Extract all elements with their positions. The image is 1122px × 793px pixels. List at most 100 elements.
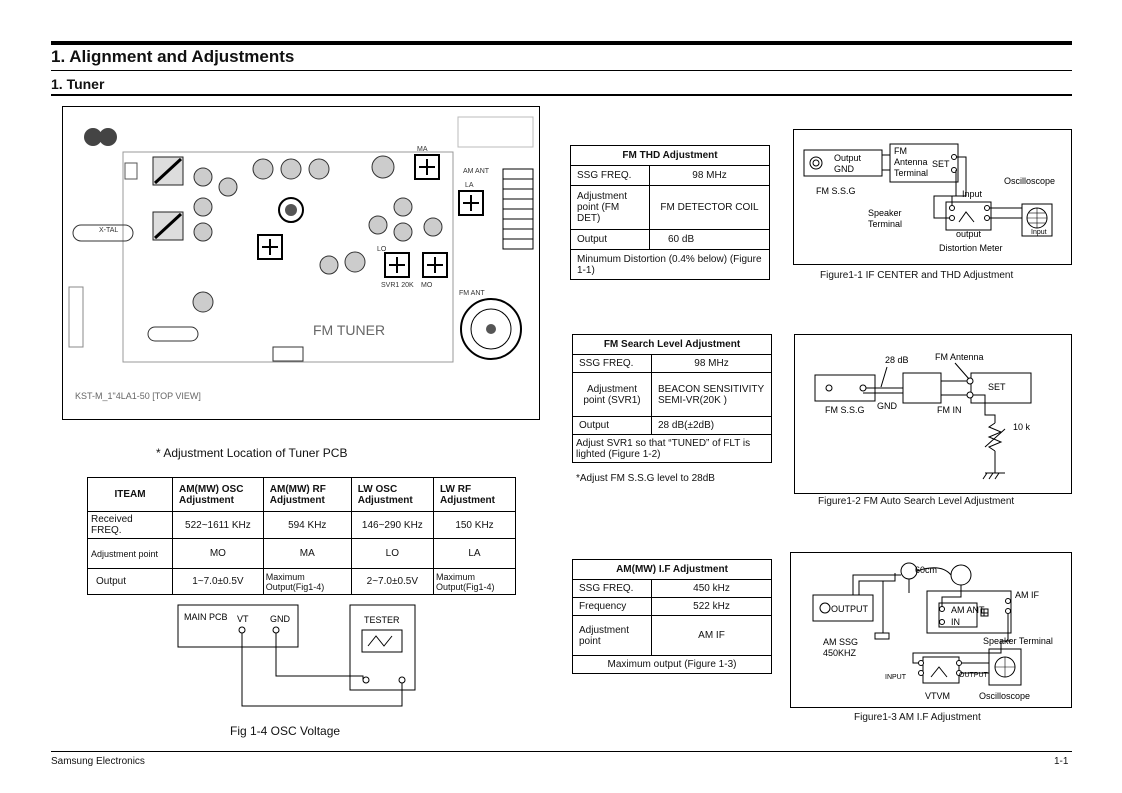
table-row: Adjustment point MO MA LO LA — [87, 538, 517, 569]
pcb-am-ant-label: AM ANT — [463, 168, 490, 175]
item-col-header: ITEAM — [87, 477, 173, 512]
table-row: Frequency 522 kHz — [572, 597, 772, 616]
table-cell: LA — [432, 538, 517, 569]
item-col-header: LW RF Adjustment — [432, 477, 517, 512]
table-cell: SSG FREQ. — [572, 354, 652, 373]
table-cell: 2~7.0±0.5V — [350, 568, 434, 595]
table-cell: 28 dB(±2dB) — [651, 416, 772, 435]
table-cell: LO — [350, 538, 434, 569]
figure-1-1-diagram: Output GND FM S.S.G FM Antenna Terminal … — [803, 143, 1055, 253]
fig3-am-ssg-label: AM SSG — [823, 637, 858, 647]
fig3-input-label: INPUT — [885, 674, 907, 681]
fig1-terminal-label: Terminal — [894, 168, 928, 178]
fig3-out-label: OUTPUT — [959, 672, 989, 679]
osc-caption: Fig 1-4 OSC Voltage — [230, 724, 341, 738]
footer-company: Samsung Electronics — [51, 756, 145, 767]
table-cell: 98 MHz — [651, 354, 772, 373]
table-row: Adjustment point AM IF — [572, 615, 772, 656]
fig2-resistor-label: 10 k — [1013, 422, 1031, 432]
table-cell: AM IF — [651, 615, 772, 656]
fig2-fm-ssg-label: FM S.S.G — [825, 405, 865, 415]
table-cell: 150 KHz — [432, 511, 517, 539]
table-row: SSG FREQ. 450 kHz — [572, 579, 772, 598]
table-cell: 98 MHz — [649, 165, 770, 186]
pcb-board-label: KST-M_1"4LA1-50 [TOP VIEW] — [75, 391, 201, 401]
page-title: 1. Alignment and Adjustments — [51, 47, 295, 66]
fig3-am-if-label: AM IF — [1015, 590, 1040, 600]
fig3-speaker-terminal-label: Speaker Terminal — [983, 636, 1053, 646]
fig2-db-label: 28 dB — [885, 355, 909, 365]
fig2-fm-in-label: FM IN — [937, 405, 962, 415]
table-cell: Adjustment point (SVR1) — [572, 372, 652, 417]
table-cell: Output — [572, 416, 652, 435]
fm-search-note: Adjust SVR1 so that “TUNED” of FLT is li… — [572, 434, 772, 463]
table-row: Output 1~7.0±0.5V Maximum Output(Fig1-4)… — [87, 568, 517, 595]
fig1-input-label: Input — [962, 189, 983, 199]
title-rule — [51, 70, 1072, 71]
table-cell: 594 KHz — [262, 511, 352, 539]
fig3-output-label: OUTPUT — [831, 604, 869, 614]
fig1-speaker-terminal-label: Terminal — [868, 219, 902, 229]
item-table-header: ITEAM AM(MW) OSC Adjustment AM(MW) RF Ad… — [87, 477, 517, 512]
fig2-gnd-label: GND — [877, 401, 898, 411]
fig1-output-label: Output — [834, 153, 862, 163]
table-cell: Adjustment point (FM DET) — [570, 185, 650, 230]
section-rule — [51, 94, 1072, 96]
pcb-mo-label: MO — [421, 282, 433, 289]
pcb-ma-label: MA — [417, 146, 428, 153]
pcb-layout-figure: X-TAL MA LA LO MO SVR1 20K AM ANT FM ANT… — [62, 106, 540, 420]
figure-1-3-caption: Figure1-3 AM I.F Adjustment — [854, 712, 981, 723]
table-cell: 146~290 KHz — [350, 511, 434, 539]
table-cell: Adjustment point — [572, 615, 652, 656]
table-cell: MA — [262, 538, 352, 569]
fig3-cable-label: 60cm — [915, 565, 937, 575]
figure-1-2: 28 dB FM Antenna SET GND FM S.S.G FM IN … — [794, 334, 1072, 494]
fm-search-title: FM Search Level Adjustment — [572, 334, 772, 355]
pcb-board-title: FM TUNER — [313, 322, 385, 338]
table-cell: 60 dB — [649, 229, 770, 250]
table-cell: 450 kHz — [651, 579, 772, 598]
table-cell: Output — [87, 568, 173, 595]
table-cell: SSG FREQ. — [572, 579, 652, 598]
table-row: SSG FREQ. 98 MHz — [572, 354, 772, 373]
table-cell: 522 kHz — [651, 597, 772, 616]
fig1-osc-input-label: Input — [1031, 229, 1047, 236]
figure-1-2-caption: Figure1-2 FM Auto Search Level Adjustmen… — [818, 496, 1015, 507]
footer-rule — [51, 751, 1072, 752]
table-cell: Frequency — [572, 597, 652, 616]
fig3-freq-label: 450KHZ — [823, 648, 857, 658]
fig1-speaker-label: Speaker — [868, 208, 902, 218]
section-title: 1. Tuner — [51, 76, 105, 92]
table-cell: BEACON SENSITIVITY SEMI-VR(20K ) — [651, 372, 772, 417]
table-cell: Output — [570, 229, 650, 250]
fm-thd-title: FM THD Adjustment — [570, 145, 770, 166]
fig2-fm-antenna-label: FM Antenna — [935, 352, 984, 362]
pcb-caption: * Adjustment Location of Tuner PCB — [156, 446, 348, 460]
fig3-vtvm-label: VTVM — [925, 691, 950, 701]
pcb-la-label: LA — [465, 182, 474, 189]
fig3-oscilloscope-label: Oscilloscope — [979, 691, 1030, 701]
item-table: ITEAM AM(MW) OSC Adjustment AM(MW) RF Ad… — [87, 477, 517, 595]
fig1-distortion-label: Distortion Meter — [939, 243, 1003, 253]
fig1-fm-label: FM — [894, 146, 907, 156]
table-row: SSG FREQ. 98 MHz — [570, 165, 770, 186]
table-row: Adjustment point (FM DET) FM DETECTOR CO… — [570, 185, 770, 230]
figure-1-1: Output GND FM S.S.G FM Antenna Terminal … — [793, 129, 1072, 265]
gnd-label: GND — [270, 614, 291, 624]
main-pcb-label: MAIN PCB — [184, 612, 228, 622]
pcb-drawing: X-TAL MA LA LO MO SVR1 20K AM ANT FM ANT… — [63, 107, 539, 419]
fig1-antenna-label: Antenna — [894, 157, 928, 167]
table-row: Received FREQ. 522~1611 KHz 594 KHz 146~… — [87, 511, 517, 539]
fig2-set-label: SET — [988, 382, 1006, 392]
pcb-xtal-label: X-TAL — [99, 227, 118, 234]
table-cell: Adjustment point — [87, 538, 173, 569]
fm-search-table: FM Search Level Adjustment SSG FREQ. 98 … — [572, 334, 772, 463]
pcb-fm-ant-label: FM ANT — [459, 290, 485, 297]
vt-label: VT — [237, 614, 249, 624]
top-rule — [51, 41, 1072, 45]
table-row: Output 28 dB(±2dB) — [572, 416, 772, 435]
table-cell: MO — [172, 538, 264, 569]
table-row: Output 60 dB — [570, 229, 770, 250]
footer-page-number: 1-1 — [1054, 756, 1069, 767]
table-cell: SSG FREQ. — [570, 165, 650, 186]
